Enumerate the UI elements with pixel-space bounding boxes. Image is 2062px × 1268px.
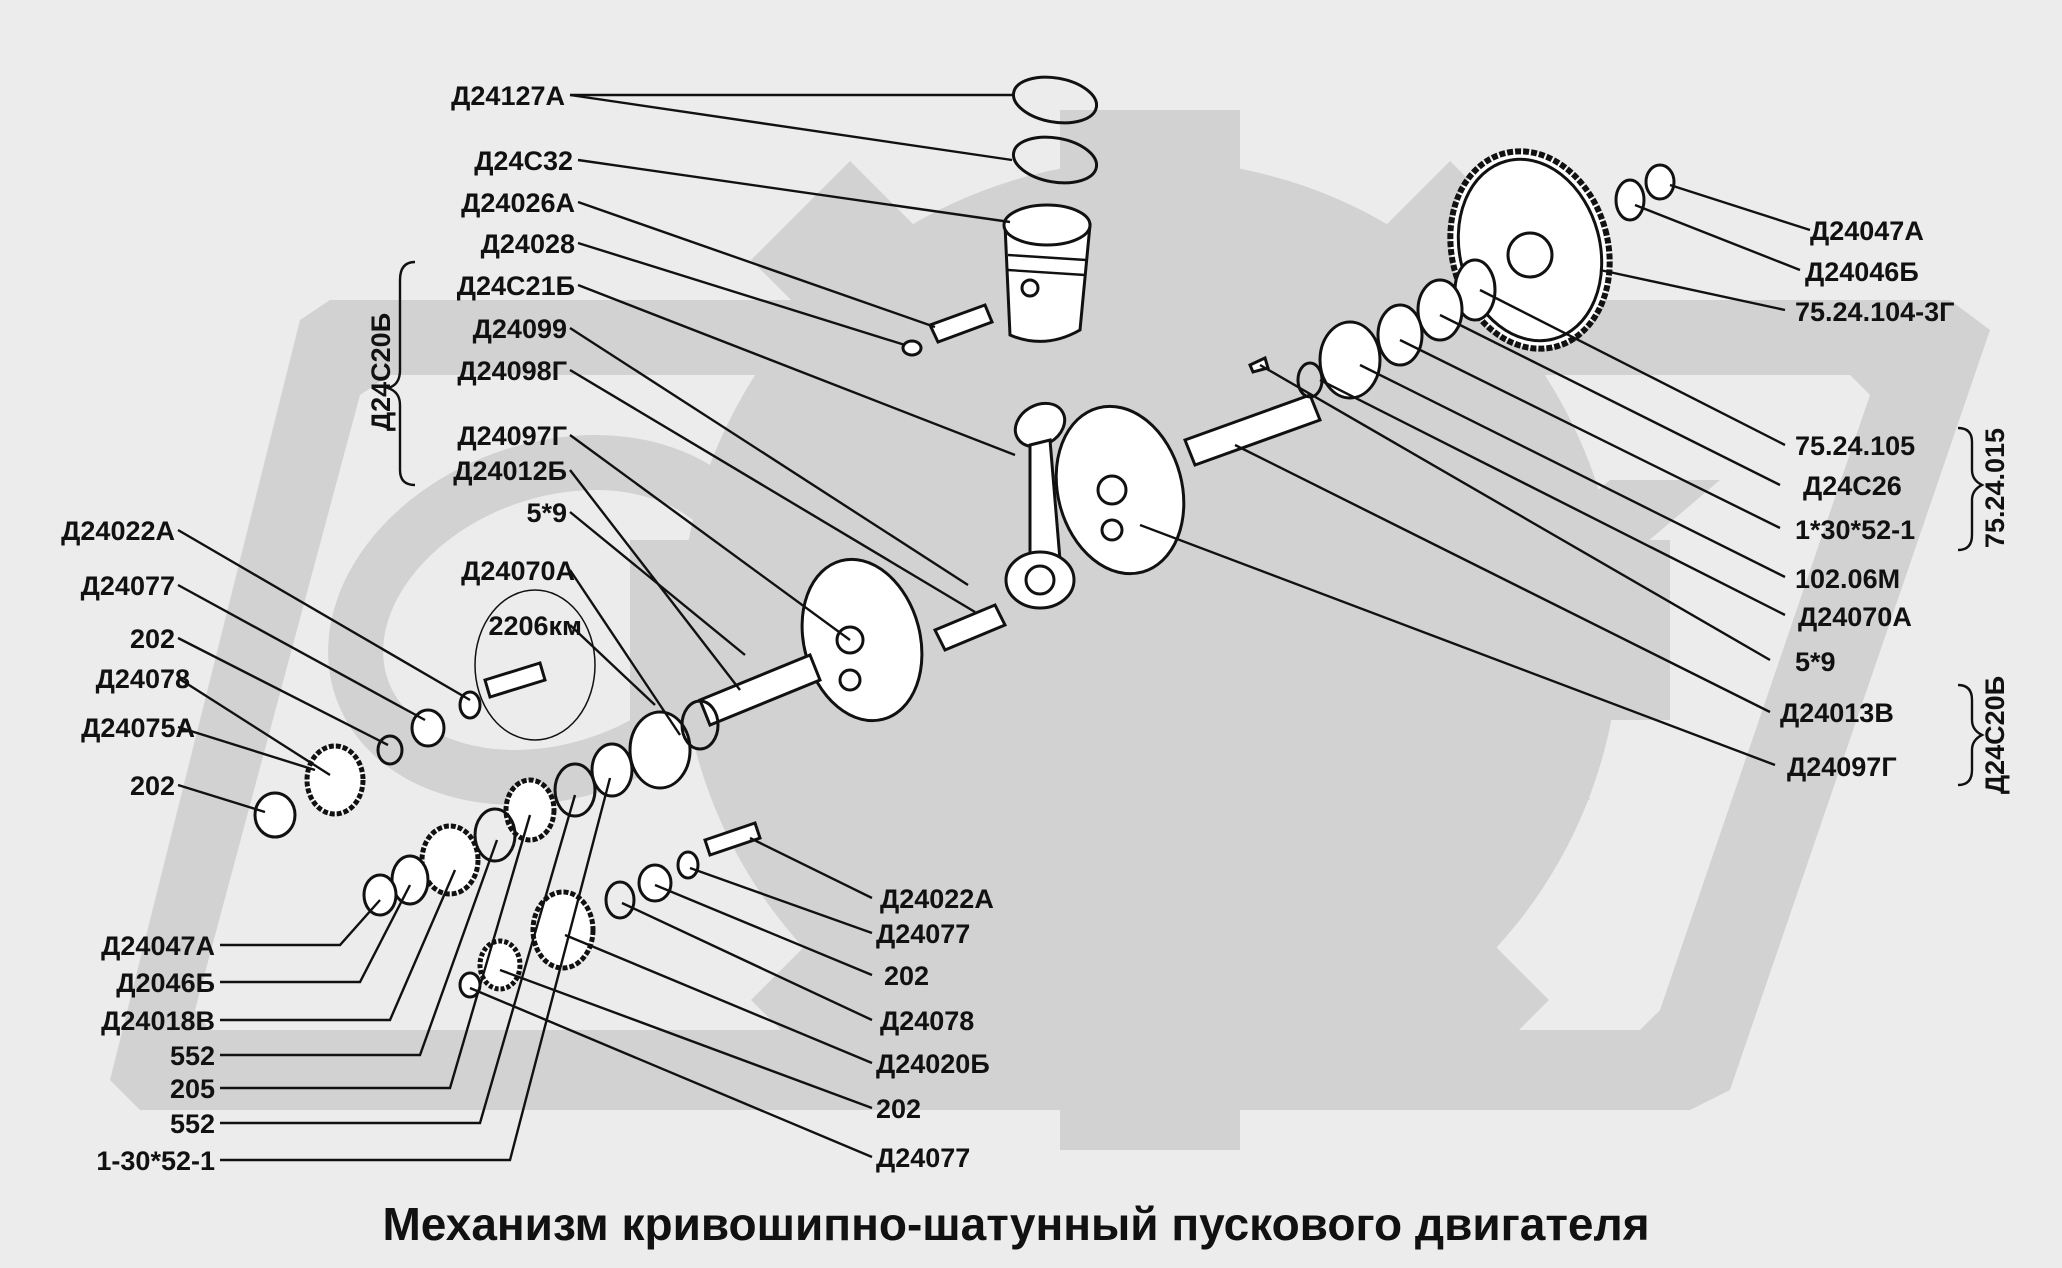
label-top-9: 5*9 bbox=[526, 498, 567, 528]
pin-left bbox=[483, 661, 547, 699]
circlip-bottom bbox=[604, 880, 636, 920]
crankshaft-left bbox=[698, 653, 822, 727]
crankshaft-right bbox=[1183, 393, 1322, 467]
bearing-left-1 bbox=[628, 710, 692, 790]
bearing-right-1 bbox=[1416, 278, 1464, 342]
label-bottom-2: 202 bbox=[884, 961, 929, 991]
circlip-small-1 bbox=[376, 734, 404, 766]
group-labels: Д24С20Б 75.24.015 Д24С20Б bbox=[366, 313, 2010, 794]
label-top-0: Д24127А bbox=[451, 81, 565, 111]
gear-bottom bbox=[530, 889, 596, 971]
ring-left-1 bbox=[680, 699, 720, 751]
label-left-9: 552 bbox=[170, 1041, 215, 1071]
label-top-1: Д24С32 bbox=[474, 146, 573, 176]
label-right-8: 5*9 bbox=[1795, 647, 1836, 677]
label-left-5: 202 bbox=[130, 771, 175, 801]
washer-bottom bbox=[676, 850, 700, 880]
group-label-left: Д24С20Б bbox=[366, 313, 396, 431]
label-left-8: Д24018В bbox=[101, 1006, 215, 1036]
label-right-0: Д24047А bbox=[1810, 216, 1924, 246]
labels-right: Д24047А Д24046Б 75.24.104-3Г 75.24.105 Д… bbox=[1780, 216, 1954, 782]
label-left-6: Д24047А bbox=[101, 931, 215, 961]
label-left-4: Д24075А bbox=[81, 713, 195, 743]
washer-left-1 bbox=[590, 742, 634, 798]
label-bottom-0: Д24022А bbox=[880, 884, 994, 914]
label-right-2: 75.24.104-3Г bbox=[1795, 297, 1954, 327]
label-top-10: Д24070А bbox=[461, 556, 575, 586]
label-left-10: 205 bbox=[170, 1074, 215, 1104]
bracket-left bbox=[383, 260, 416, 487]
label-bottom-4: Д24020Б bbox=[876, 1049, 990, 1079]
label-left-12: 1-30*52-1 bbox=[96, 1146, 215, 1176]
label-top-5: Д24099 bbox=[473, 314, 567, 344]
label-right-9: Д24013В bbox=[1780, 698, 1894, 728]
key-right bbox=[1248, 355, 1270, 374]
bearing-small-2 bbox=[253, 791, 297, 839]
watermark-frame bbox=[110, 300, 1990, 1110]
label-top-11: 2206км bbox=[488, 611, 582, 641]
highlight-circle bbox=[474, 589, 596, 741]
circlip-left-2 bbox=[473, 807, 517, 863]
label-right-1: Д24046Б bbox=[1805, 257, 1919, 287]
crank-cheek-left bbox=[800, 557, 924, 723]
gear-small-1 bbox=[304, 743, 366, 817]
pin-bottom bbox=[703, 821, 762, 857]
label-bottom-6: Д24077 bbox=[876, 1143, 970, 1173]
label-right-6: 102.06М bbox=[1795, 564, 1900, 594]
label-right-10: Д24097Г bbox=[1787, 752, 1897, 782]
diagram-title: Механизм кривошипно-шатунный пускового д… bbox=[382, 1198, 1649, 1250]
piston-ring-2 bbox=[1011, 135, 1099, 185]
gear-left-2 bbox=[419, 823, 481, 897]
bearing-right-3 bbox=[1318, 320, 1382, 400]
group-label-right-bottom: Д24С20Б bbox=[1980, 676, 2010, 794]
label-right-4: Д24С26 bbox=[1803, 471, 1902, 501]
label-right-3: 75.24.105 bbox=[1795, 431, 1915, 461]
bearing-bottom bbox=[637, 863, 673, 903]
label-top-8: Д24012Б bbox=[453, 456, 567, 486]
label-bottom-5: 202 bbox=[876, 1094, 921, 1124]
label-left-2: 202 bbox=[130, 624, 175, 654]
crank-cheek-right bbox=[1054, 404, 1186, 576]
labels-bottom: Д24022А Д24077 202 Д24078 Д24020Б 202 Д2… bbox=[876, 884, 994, 1173]
connecting-rod bbox=[1004, 401, 1076, 610]
label-top-7: Д24097Г bbox=[457, 421, 567, 451]
nut-top bbox=[1644, 163, 1676, 201]
piston-ring-1 bbox=[1011, 75, 1099, 125]
label-top-3: Д24028 bbox=[481, 229, 575, 259]
label-left-0: Д24022А bbox=[61, 516, 175, 546]
bracket-right-top bbox=[1957, 426, 1985, 552]
group-label-right-top: 75.24.015 bbox=[1980, 428, 2010, 548]
piston-pin bbox=[901, 303, 994, 357]
parts bbox=[253, 75, 1676, 999]
brackets bbox=[383, 260, 1985, 787]
bearing-small-1 bbox=[410, 708, 446, 748]
label-left-11: 552 bbox=[170, 1109, 215, 1139]
label-top-2: Д24026А bbox=[461, 188, 575, 218]
labels-top: Д24127А Д24С32 Д24026А Д24028 Д24С21Б Д2… bbox=[451, 81, 582, 641]
label-right-7: Д24070А bbox=[1798, 602, 1912, 632]
bracket-right-bottom bbox=[1957, 683, 1985, 787]
washer-top bbox=[1614, 178, 1646, 222]
label-top-6: Д24098Г bbox=[457, 356, 567, 386]
circlip-left-1 bbox=[553, 762, 597, 818]
nut-left bbox=[362, 873, 398, 917]
label-bottom-3: Д24078 bbox=[880, 1006, 974, 1036]
label-left-1: Д24077 bbox=[81, 571, 175, 601]
washer-small-1 bbox=[458, 690, 482, 720]
crank-pin bbox=[932, 603, 1008, 652]
label-right-5: 1*30*52-1 bbox=[1795, 515, 1915, 545]
labels-left: Д24022А Д24077 202 Д24078 Д24075А 202 Д2… bbox=[61, 516, 215, 1176]
label-left-3: Д24078 bbox=[96, 664, 190, 694]
label-bottom-1: Д24077 bbox=[876, 919, 970, 949]
bearing-right-2 bbox=[1376, 303, 1424, 367]
label-left-7: Д2046Б bbox=[116, 968, 215, 998]
label-top-4: Д24С21Б bbox=[457, 271, 575, 301]
gear-left-1 bbox=[503, 777, 557, 843]
leader-lines bbox=[177, 93, 1811, 1162]
piston bbox=[1002, 203, 1092, 343]
